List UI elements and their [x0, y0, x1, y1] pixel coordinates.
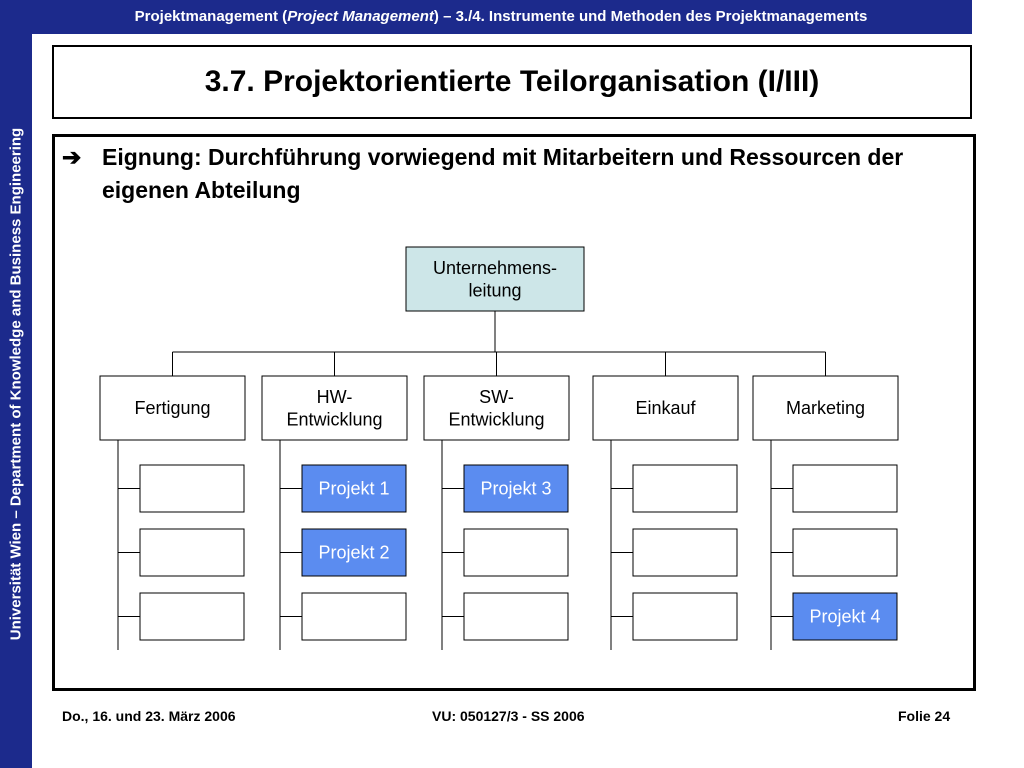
footer-course: VU: 050127/3 - SS 2006	[432, 708, 585, 724]
arrow-right-icon: ➔	[62, 144, 82, 170]
header-bar: Projektmanagement (Project Management) –…	[30, 0, 972, 34]
bullet-text: Eignung: Durchführung vorwiegend mit Mit…	[102, 144, 904, 203]
empty-slot	[792, 464, 898, 513]
department-label: SW-	[479, 387, 514, 407]
department-box	[423, 375, 570, 441]
header-italic: Project Management	[287, 8, 434, 25]
project-box	[463, 464, 569, 513]
project-label: Projekt 3	[480, 479, 551, 499]
left-sidebar: Universität Wien – Department of Knowled…	[0, 0, 32, 768]
root-node	[405, 246, 585, 312]
empty-slot	[139, 464, 245, 513]
empty-slot	[632, 592, 738, 641]
project-box	[301, 528, 407, 577]
empty-slot	[463, 528, 569, 577]
department-box	[592, 375, 739, 441]
empty-slot	[301, 592, 407, 641]
department-label: Marketing	[786, 398, 865, 418]
empty-slot	[632, 464, 738, 513]
empty-slot	[139, 528, 245, 577]
project-label: Projekt 2	[318, 543, 389, 563]
bullet-point: ➔ Eignung: Durchführung vorwiegend mit M…	[62, 141, 942, 207]
project-label: Projekt 1	[318, 479, 389, 499]
empty-slot	[139, 592, 245, 641]
empty-slot	[463, 592, 569, 641]
department-box	[752, 375, 899, 441]
empty-slot	[632, 528, 738, 577]
department-label: Entwicklung	[286, 409, 382, 429]
header-suffix: ) – 3./4. Instrumente und Methoden des P…	[433, 8, 868, 25]
project-label: Projekt 4	[809, 607, 880, 627]
slide-title: 3.7. Projektorientierte Teilorganisation…	[204, 65, 820, 98]
department-label: Entwicklung	[448, 409, 544, 429]
empty-slot	[792, 528, 898, 577]
root-node-label: leitung	[468, 280, 521, 300]
department-label: Einkauf	[635, 398, 696, 418]
project-box	[792, 592, 898, 641]
department-label: Fertigung	[134, 398, 210, 418]
department-label: HW-	[317, 387, 353, 407]
root-node-label: Unternehmens-	[433, 258, 557, 278]
header-prefix: Projektmanagement (	[134, 8, 288, 25]
footer-date: Do., 16. und 23. März 2006	[62, 708, 236, 724]
department-box	[261, 375, 408, 441]
project-box	[301, 464, 407, 513]
footer-slide-number: Folie 24	[898, 708, 951, 724]
title-box: 3.7. Projektorientierte Teilorganisation…	[52, 45, 972, 119]
department-box	[99, 375, 246, 441]
content-box	[52, 134, 976, 691]
